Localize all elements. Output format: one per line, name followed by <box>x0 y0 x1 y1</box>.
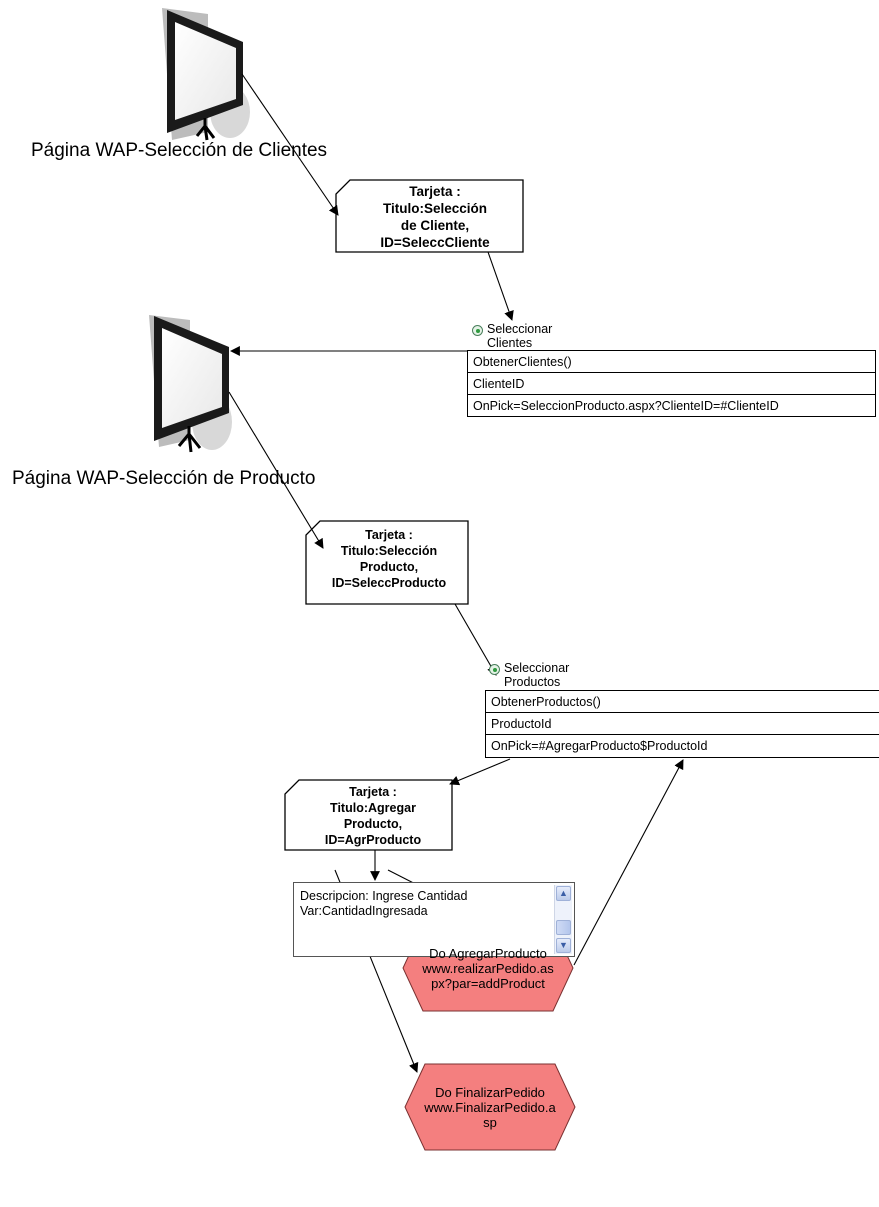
select-row: ObtenerProductos() <box>486 691 879 713</box>
card-agregar-producto: Tarjeta : Titulo:Agregar Producto, ID=Ag… <box>296 784 450 848</box>
projector-screen-icon <box>162 8 250 141</box>
action-line: Do AgregarProducto <box>429 946 547 961</box>
page-label: Página WAP-Selección de Clientes <box>31 140 328 161</box>
card-line: ID=AgrProducto <box>324 833 422 847</box>
action-line: www.realizarPedido.as <box>422 961 554 976</box>
select-clientes-box: ObtenerClientes() ClienteID OnPick=Selec… <box>467 350 876 417</box>
select-clientes-header: Seleccionar Clientes <box>472 322 552 350</box>
action-line: Do FinalizarPedido <box>435 1085 545 1100</box>
select-row: OnPick=SeleccionProducto.aspx?ClienteID=… <box>473 399 779 413</box>
select-productos-header: Seleccionar Productos <box>489 661 569 689</box>
input-line: Var:CantidadIngresada <box>300 904 428 918</box>
action-line: www.FinalizarPedido.a <box>424 1100 556 1115</box>
input-line: Descripcion: Ingrese Cantidad <box>300 889 468 903</box>
card-shape <box>335 179 524 253</box>
card-line: Tarjeta : <box>365 528 413 542</box>
action-agregar-producto: Do AgregarProducto www.realizarPedido.as… <box>403 946 573 991</box>
select-row: ObtenerClientes() <box>468 351 875 373</box>
select-title-line: Seleccionar <box>487 322 553 336</box>
connector <box>454 603 497 676</box>
card-line: Titulo:Agregar <box>330 801 416 815</box>
projector-screen-icon <box>149 315 232 453</box>
radio-icon <box>489 664 500 675</box>
card-line: Tarjeta : <box>349 785 397 799</box>
select-row: ProductoId <box>486 713 879 735</box>
action-hexagon <box>404 1063 576 1151</box>
action-line: sp <box>483 1115 497 1130</box>
action-finalizar-pedido: Do FinalizarPedido www.FinalizarPedido.a… <box>405 1085 575 1130</box>
card-shape <box>284 779 453 851</box>
select-title-line: Seleccionar <box>504 661 570 675</box>
select-row: ClienteID <box>468 373 875 395</box>
card-line: Tarjeta : <box>409 184 461 199</box>
select-row: OnPick=#AgregarProducto$ProductoId <box>491 739 708 753</box>
card-line: Producto, <box>343 817 403 831</box>
connector <box>228 391 324 549</box>
card-line: Producto, <box>359 560 419 574</box>
scroll-thumb[interactable] <box>556 920 571 935</box>
scroll-up-icon[interactable]: ▲ <box>556 886 571 901</box>
card-line: de Cliente, <box>400 218 470 233</box>
card-line: ID=SeleccProducto <box>331 576 447 590</box>
card-shape <box>305 520 469 605</box>
scroll-down-icon[interactable]: ▼ <box>556 938 571 953</box>
card-seleccion-cliente: Tarjeta : Titulo:Selección de Cliente, I… <box>350 183 520 251</box>
action-line: px?par=addProduct <box>431 976 545 991</box>
cantidad-input[interactable]: Descripcion: Ingrese Cantidad Var:Cantid… <box>293 882 575 957</box>
connector <box>573 759 684 966</box>
page-label: Página WAP-Selección de Producto <box>12 468 316 489</box>
connector <box>487 251 514 321</box>
select-title-line: Clientes <box>487 336 533 350</box>
connector <box>449 758 511 786</box>
vertical-scrollbar[interactable]: ▲ ▼ <box>554 885 572 954</box>
connector <box>241 73 339 216</box>
radio-icon <box>472 325 483 336</box>
card-line: Titulo:Selección <box>340 544 438 558</box>
card-seleccion-producto: Tarjeta : Titulo:Selección Producto, ID=… <box>313 527 465 591</box>
select-title-line: Productos <box>504 675 561 689</box>
card-line: ID=SeleccCliente <box>380 235 490 250</box>
select-productos-box: ObtenerProductos() ProductoId OnPick=#Ag… <box>485 690 879 758</box>
card-line: Titulo:Selección <box>382 201 488 216</box>
